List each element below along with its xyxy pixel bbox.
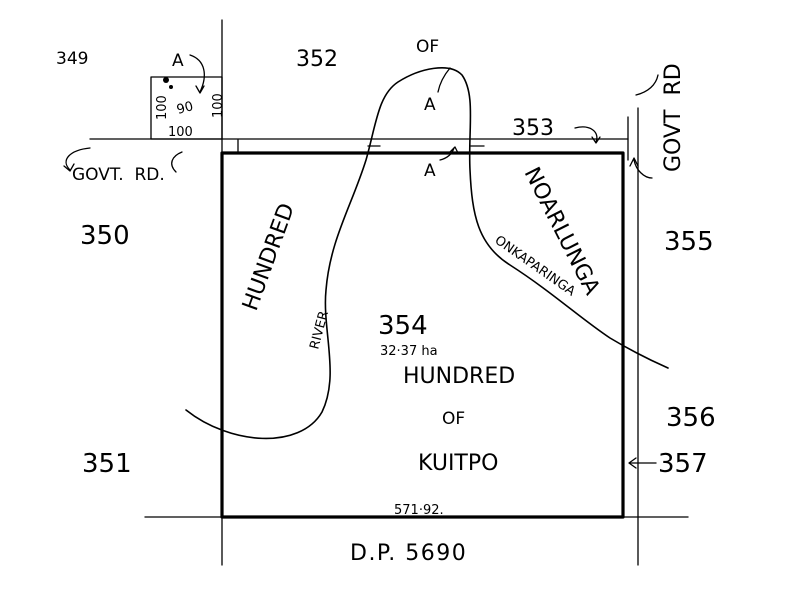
parcel-dim-right: 100 [211,93,226,118]
onkaparinga-river [185,67,669,440]
parcel-dim-bottom: 100 [168,125,193,140]
allotment-354-label: 354 [378,311,428,341]
govt-rd-right-label: GOVT RD [661,63,686,172]
hundred-center-label: HUNDRED [403,364,515,389]
parcel-dim-center: 90 [175,99,195,118]
allotment-349-label: 349 [56,49,88,69]
allotment-353-label: 353 [512,116,554,141]
allotment-357-label: 357 [658,449,708,479]
reference-arrows [63,54,659,469]
kuitpo-label: KUITPO [418,451,498,476]
plan-number-label: D.P. 5690 [350,541,467,566]
allotment-350-label: 350 [80,221,130,251]
of-top-label: OF [416,37,439,57]
allotment-352-label: 352 [296,47,338,72]
allotment-356-label: 356 [666,403,716,433]
parcel-dim-left: 100 [155,95,170,120]
note-a-river-lower: A [424,161,436,181]
area-354-label: 32·37 ha [380,344,438,359]
hundred-left-label: HUNDRED [238,200,300,314]
note-a-parcel: A [172,51,184,71]
allotment-351-label: 351 [82,449,132,479]
of-center-label: OF [442,409,465,429]
small-parcel-a [150,76,223,140]
govt-rd-left-label: GOVT. RD. [72,165,165,185]
bottom-dimension-label: 571·92. [394,503,444,518]
note-a-river-top: A [424,95,436,115]
allotment-355-label: 355 [664,227,714,257]
